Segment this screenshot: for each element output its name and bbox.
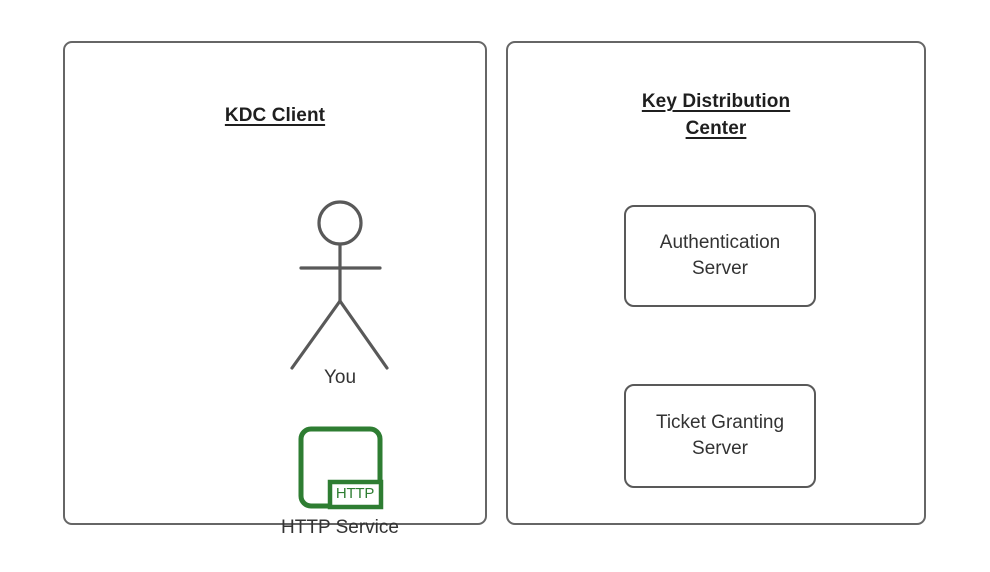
actor-you-label: You [323, 367, 357, 388]
http-service-label: HTTP Service [281, 517, 399, 538]
http-badge-label: HTTP [335, 485, 375, 502]
panel-kdc-title-line2: Center [685, 118, 747, 139]
ticket-granting-server-line1: Ticket Granting [655, 412, 785, 433]
actor-icon[interactable] [275, 198, 405, 378]
panel-kdc-client[interactable]: KDC Client You HTT [63, 41, 487, 538]
authentication-server-label: Authentication Server [652, 230, 788, 282]
ticket-granting-server-box[interactable]: Ticket Granting Server [624, 384, 816, 488]
panel-kdc-title-line1: Key Distribution [641, 91, 791, 112]
panel-kdc-client-title: KDC Client [65, 102, 485, 129]
panel-kdc-client-title-line1: KDC Client [224, 105, 326, 126]
authentication-server-box[interactable]: Authentication Server [624, 205, 816, 307]
ticket-granting-server-label: Ticket Granting Server [648, 410, 792, 462]
panel-kdc-title: Key Distribution Center [508, 88, 924, 142]
http-service-icon[interactable] [297, 425, 385, 511]
authentication-server-line2: Server [692, 258, 748, 279]
authentication-server-line1: Authentication [659, 232, 781, 253]
ticket-granting-server-line2: Server [692, 438, 748, 459]
